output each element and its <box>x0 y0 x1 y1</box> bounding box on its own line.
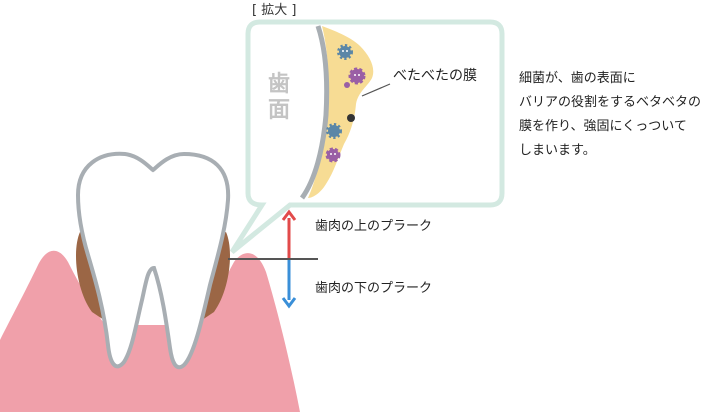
description-line: 膜を作り、強固にくっついて <box>519 119 687 134</box>
bacteria-small-purple-icon <box>344 82 350 88</box>
plaque-below-gum-label: 歯肉の下のプラーク <box>315 281 433 296</box>
arrow-up-head <box>281 209 297 221</box>
bacteria-dark-icon <box>347 114 355 122</box>
tooth-surface-label: 歯面 <box>267 72 290 123</box>
description-line: 細菌が、歯の表面に <box>519 71 636 86</box>
plaque-left <box>76 232 104 320</box>
bacteria-blue-icon <box>337 44 353 60</box>
bacteria-purple-icon <box>325 147 341 163</box>
biofilm-label: べたべたの膜 <box>393 68 477 84</box>
biofilm-leader-line <box>361 83 391 97</box>
bacteria-purple-icon <box>348 67 366 85</box>
zoom-bubble <box>229 19 505 254</box>
zoom-label: [ 拡大 ] <box>252 3 297 18</box>
description-line: しまいます。 <box>519 143 596 158</box>
bacteria-blue-icon <box>326 123 342 139</box>
plaque-above-gum-label: 歯肉の上のプラーク <box>315 219 433 234</box>
arrow-down-head <box>281 297 297 309</box>
tooth <box>75 151 231 370</box>
description-line: バリアの役割をするベタベタの <box>519 95 702 110</box>
tooth-surface-edge <box>299 25 330 200</box>
description-text: 細菌が、歯の表面に バリアの役割をするベタベタの 膜を作り、強固にくっついて し… <box>519 67 719 163</box>
gum <box>0 250 300 412</box>
